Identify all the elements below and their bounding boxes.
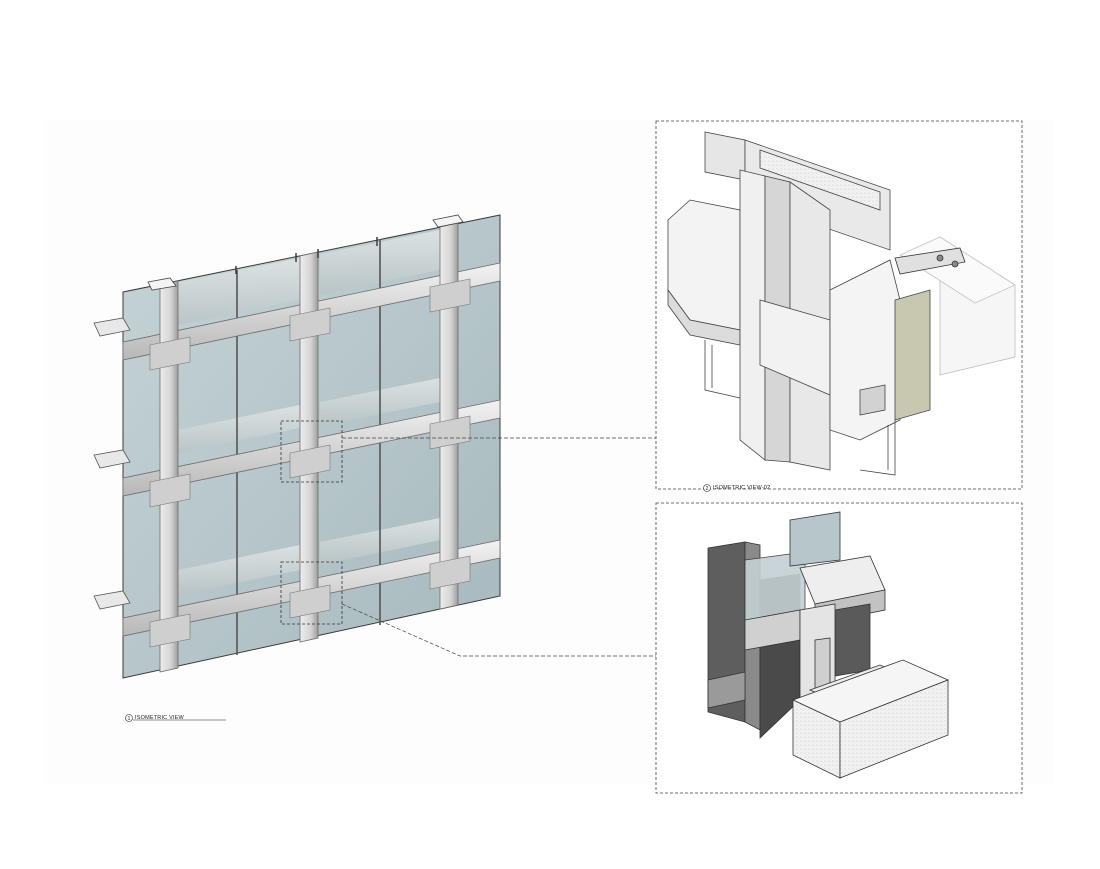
callout-box-2 bbox=[280, 561, 343, 625]
view-number-1: 1 bbox=[128, 716, 131, 722]
callout-box-1 bbox=[280, 420, 343, 483]
anchor-bracket bbox=[894, 247, 966, 275]
detail-view-1 bbox=[655, 120, 1023, 490]
isometric-curtain-wall bbox=[93, 214, 656, 679]
slab-edges bbox=[93, 317, 131, 610]
joint-caps bbox=[149, 278, 471, 648]
view-title-2: ISOMETRIC VIEW-02 bbox=[713, 485, 770, 491]
mullion-profiles bbox=[744, 603, 836, 703]
top-posts bbox=[235, 237, 378, 274]
detail-view-2 bbox=[655, 502, 1023, 794]
top-anchors bbox=[147, 214, 464, 291]
detail-callouts bbox=[280, 420, 343, 625]
view-label-2: 2 ISOMETRIC VIEW-02 bbox=[703, 484, 770, 492]
base-plate bbox=[707, 671, 746, 709]
leader-lines bbox=[341, 437, 656, 657]
main-mullions bbox=[159, 222, 459, 673]
concrete-block bbox=[791, 659, 950, 779]
view-title-1: ISOMETRIC VIEW bbox=[135, 715, 185, 721]
view-number-2: 2 bbox=[706, 486, 709, 492]
right-cap bbox=[829, 259, 931, 441]
lower-frame bbox=[704, 340, 896, 476]
view-label-1: 1 ISOMETRIC VIEW bbox=[125, 714, 226, 722]
